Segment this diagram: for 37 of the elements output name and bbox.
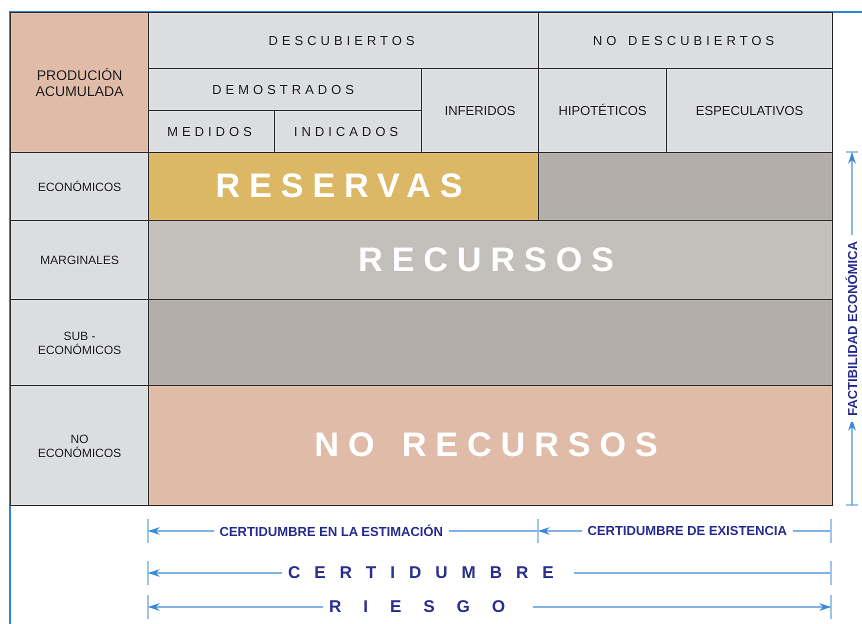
category-cell (10, 152, 149, 221)
category-cell (10, 299, 149, 386)
category-cell (274, 110, 422, 153)
dimension-label: CERTIDUMBRE EN LA ESTIMACIÓN (214, 524, 449, 538)
category-cell (148, 385, 833, 506)
category-cell (10, 385, 149, 506)
category-cell (666, 68, 833, 153)
category-cell (421, 68, 539, 153)
category-label: HIPOTÉTICOS (558, 103, 647, 118)
class-title: RECURSOS (358, 240, 623, 280)
category-label: NO DESCUBIERTOS (592, 33, 778, 48)
category-cell (10, 12, 149, 153)
dimension-label: CERTIDUMBRE DE EXISTENCIA (582, 522, 793, 538)
category-label: INDICADOS (294, 124, 402, 139)
category-label: MEDIDOS (167, 124, 256, 139)
category-cell (148, 110, 275, 153)
category-cell (538, 68, 667, 153)
category-cell (148, 12, 539, 69)
class-title: RESERVAS (216, 167, 472, 206)
category-label: MARGINALES (40, 253, 119, 267)
category-label: DEMOSTRADOS (212, 82, 358, 97)
category-label: NO ECONÓMICOS (36, 432, 122, 460)
category-cell (10, 220, 149, 300)
category-label: SUB - ECONÓMICOS (36, 328, 122, 356)
category-cell (538, 12, 833, 69)
shaded-area (538, 152, 833, 221)
category-label: ESPECULATIVOS (696, 103, 804, 118)
category-label: INFERIDOS (444, 103, 516, 118)
shaded-area (148, 299, 833, 386)
axis-label: FACTIBILIDAD ECONÓMICA (844, 234, 860, 422)
category-cell (148, 152, 539, 221)
category-label: DESCUBIERTOS (268, 33, 419, 48)
category-label: ECONÓMICOS (38, 180, 122, 194)
category-cell (148, 68, 422, 111)
category-cell (148, 220, 833, 300)
category-label: PRODUCIÓN ACUMULADA (34, 66, 124, 98)
class-title: NO RECURSOS (314, 426, 667, 465)
